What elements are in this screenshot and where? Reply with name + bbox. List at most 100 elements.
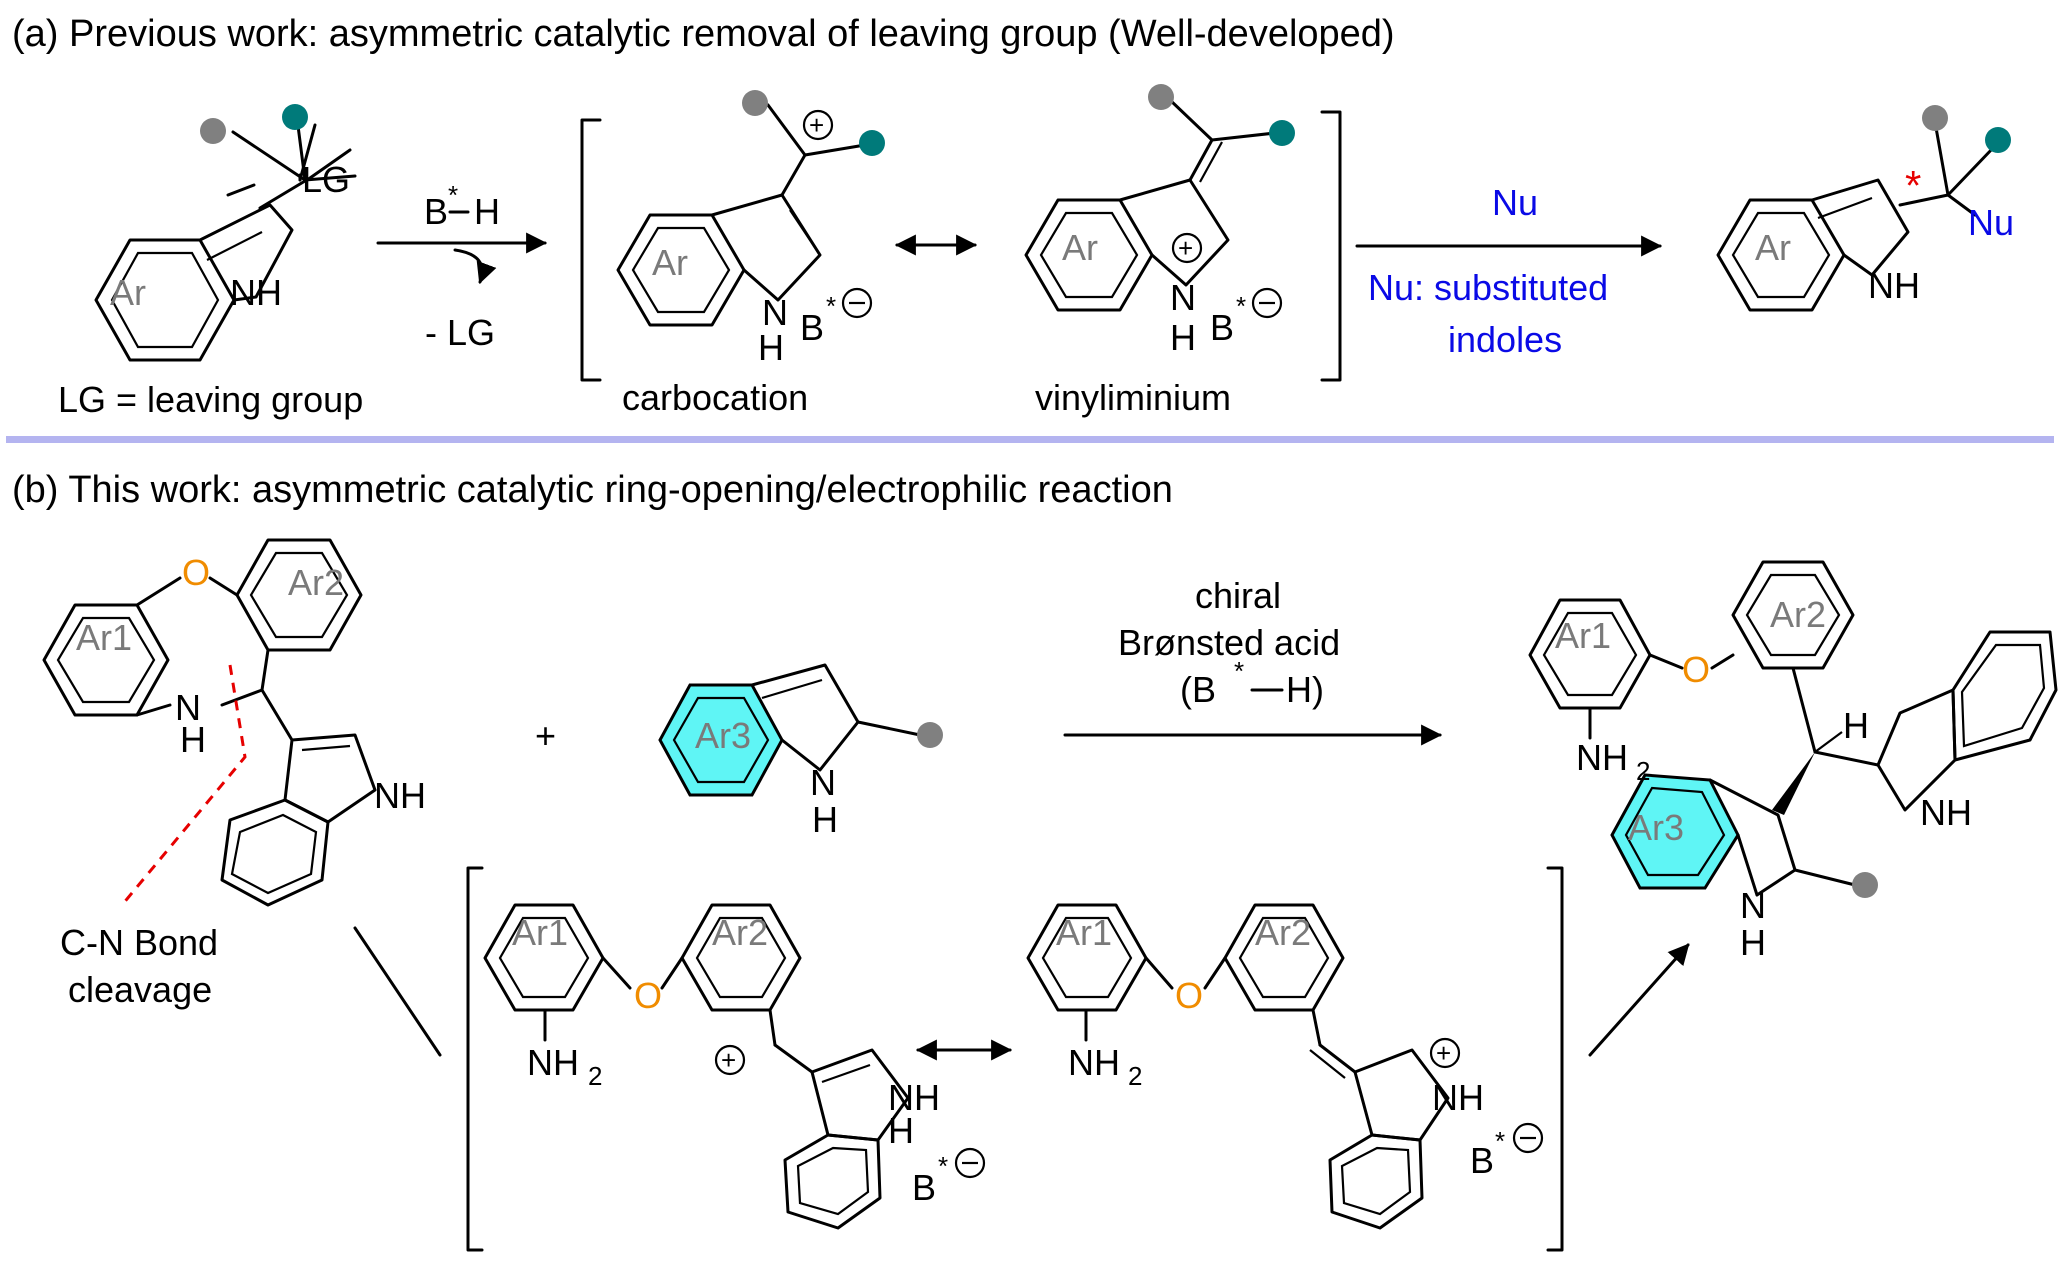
gray-dot xyxy=(1922,105,1948,131)
gray-dot xyxy=(200,118,226,144)
product-a: * Ar NH Nu xyxy=(1716,105,2014,312)
methylindole: Ar3 N H xyxy=(658,663,943,840)
connector-left xyxy=(353,926,442,1057)
nh2-sub: 2 xyxy=(1636,756,1650,786)
n-label: N xyxy=(762,292,788,333)
cond-chiral: chiral xyxy=(1195,575,1281,616)
nh2-sub: 2 xyxy=(588,1061,602,1091)
nh-right: NH xyxy=(1920,792,1972,833)
h-label: H xyxy=(1843,705,1869,746)
arrow-to-product xyxy=(1588,943,1690,1057)
gray-dot xyxy=(742,90,768,116)
nh2-sub: 2 xyxy=(1128,1061,1142,1091)
h-low: H xyxy=(1740,922,1766,963)
n-label: N xyxy=(810,762,836,803)
svg-text:+: + xyxy=(1178,233,1193,263)
ar3-label: Ar3 xyxy=(1628,807,1684,848)
o-label: O xyxy=(182,552,210,593)
ar2-label: Ar2 xyxy=(712,912,768,953)
nh2-label: NH xyxy=(1068,1042,1120,1083)
vinyliminium-label: vinyliminium xyxy=(1035,377,1231,418)
gray-dot xyxy=(1148,84,1174,110)
nh2-label: NH xyxy=(1576,737,1628,778)
o-label: O xyxy=(1682,649,1710,690)
cleavage-dash xyxy=(120,664,247,906)
svg-text:+: + xyxy=(809,110,824,140)
ring-label: Ar xyxy=(1755,227,1791,268)
ar1-label: Ar1 xyxy=(1555,615,1611,656)
h-label: H xyxy=(1170,317,1196,358)
ar1-label: Ar1 xyxy=(76,617,132,658)
b-star: * xyxy=(938,1151,948,1181)
nu-top: Nu xyxy=(1492,182,1538,223)
plus-sign: + xyxy=(535,715,556,756)
bracket-left-b xyxy=(466,866,484,1252)
ar3-label: Ar3 xyxy=(695,715,751,756)
lg-note: LG = leaving group xyxy=(58,379,363,420)
product-b: H O Ar1 Ar2 Ar3 NH 2 NH N H xyxy=(1528,560,2058,963)
h-label: H xyxy=(758,327,784,368)
intermediate-vinyliminium: + Ar1 Ar2 O NH 2 NH B * xyxy=(1026,903,1544,1230)
nh-label: NH xyxy=(230,272,282,313)
b-label: B xyxy=(912,1167,936,1208)
ar2-label: Ar2 xyxy=(1770,594,1826,635)
o-label: O xyxy=(1175,975,1203,1016)
b-label: B xyxy=(800,307,824,348)
indole-nh-label: NH xyxy=(374,775,426,816)
nh-label: NH xyxy=(888,1077,940,1118)
teal-dot xyxy=(859,130,885,156)
nu-label: Nu xyxy=(1968,202,2014,243)
bracket-left xyxy=(580,118,602,382)
part-b-heading: (b) This work: asymmetric catalytic ring… xyxy=(12,469,1173,511)
nu-line1: Nu: substituted xyxy=(1368,267,1608,308)
cond-open: (B xyxy=(1180,669,1216,710)
ar2-label: Ar2 xyxy=(288,562,344,603)
substrate-dibenzoxazepine: O Ar1 Ar2 N H NH xyxy=(42,538,426,907)
cleavage-line1: C-N Bond xyxy=(60,922,218,963)
b-star: * xyxy=(826,291,836,321)
cond-close: H) xyxy=(1286,669,1324,710)
carbocation-label: carbocation xyxy=(622,377,808,418)
ring-label: Ar xyxy=(1062,227,1098,268)
cleavage-line2: cleavage xyxy=(68,969,212,1010)
reagent-star: * xyxy=(448,180,458,210)
reagent-h: H xyxy=(474,191,500,232)
ar1-label: Ar1 xyxy=(1056,912,1112,953)
gray-dot xyxy=(917,722,943,748)
ar2-label: Ar2 xyxy=(1255,912,1311,953)
svg-text:+: + xyxy=(721,1045,736,1075)
vinyliminium-structure: + Ar N H B * xyxy=(1024,84,1295,358)
b-label: B xyxy=(1210,307,1234,348)
carbocation-structure: + Ar N H B * xyxy=(616,90,885,368)
b-star: * xyxy=(1495,1126,1505,1156)
h-label: H xyxy=(812,799,838,840)
loss-lg: - LG xyxy=(425,312,495,353)
gray-dot xyxy=(1852,872,1878,898)
reagent-b: B xyxy=(424,191,448,232)
b-star: * xyxy=(1236,291,1246,321)
bracket-right xyxy=(1320,110,1342,382)
cond-star: * xyxy=(1234,656,1244,686)
lg-label: LG xyxy=(302,159,350,200)
n-low: N xyxy=(1740,885,1766,926)
teal-dot xyxy=(282,104,308,130)
intermediate-carbocation: + Ar1 Ar2 O NH 2 NH H B * xyxy=(483,903,986,1230)
nh-label: NH xyxy=(1868,265,1920,306)
b-label: B xyxy=(1470,1140,1494,1181)
ring-label: Ar xyxy=(652,242,688,283)
nu-line2: indoles xyxy=(1448,319,1562,360)
n-label: N xyxy=(1170,277,1196,318)
nh-label: NH xyxy=(1432,1077,1484,1118)
cond-acid: Brønsted acid xyxy=(1118,622,1340,663)
section-divider xyxy=(6,436,2054,443)
h-n-label: H xyxy=(180,719,206,760)
start-indole: Ar NH LG xyxy=(94,104,357,362)
teal-dot xyxy=(1985,127,2011,153)
nh2-label: NH xyxy=(527,1042,579,1083)
o-label: O xyxy=(634,975,662,1016)
stereo-star: * xyxy=(1905,162,1921,209)
part-a-heading: (a) Previous work: asymmetric catalytic … xyxy=(12,13,1395,55)
ring-label: Ar xyxy=(110,272,146,313)
teal-dot xyxy=(1269,120,1295,146)
